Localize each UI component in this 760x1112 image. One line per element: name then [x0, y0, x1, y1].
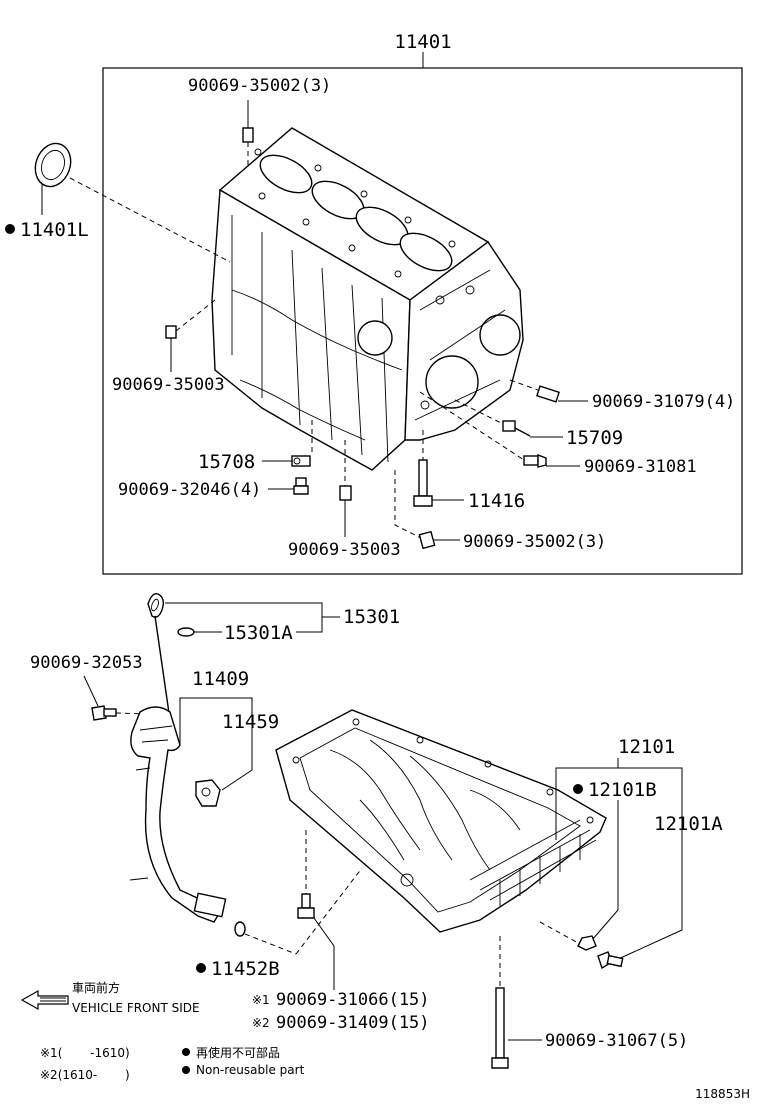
bolt-32053 [91, 705, 117, 721]
label-12101: 12101 [618, 736, 675, 758]
note2-mark: ※2 [252, 1016, 270, 1030]
o-ring-15301a [177, 627, 195, 637]
cylinder-block [211, 127, 524, 471]
label-11452b: 11452B [211, 958, 280, 980]
label-90069-31066: 90069-31066(15) [276, 990, 430, 1010]
note1-range: ※1( -1610) [40, 1046, 130, 1060]
legend-dot-jp [182, 1048, 190, 1056]
label-11416: 11416 [468, 490, 525, 512]
dowel-pin-top [242, 127, 254, 143]
label-90069-35003-left: 90069-35003 [112, 375, 225, 395]
label-12101a: 12101A [654, 813, 723, 835]
vehicle-front-arrow-icon [20, 989, 69, 1011]
non-reusable-marker-12101b [573, 784, 583, 794]
drain-gasket-12101b [577, 935, 597, 951]
bolt-32046 [293, 477, 309, 495]
stud-11416 [413, 459, 433, 507]
label-11459: 11459 [222, 711, 279, 733]
label-11401: 11401 [394, 31, 451, 53]
bolt-31066 [297, 893, 315, 919]
note1-mark: ※1 [252, 993, 270, 1007]
label-90069-31067: 90069-31067(5) [545, 1031, 688, 1051]
non-reusable-marker-11452b [196, 963, 206, 973]
label-15301: 15301 [343, 606, 400, 628]
label-11401l: 11401L [20, 219, 89, 241]
bolt-31081 [523, 453, 547, 468]
bolt-31067 [491, 987, 509, 1069]
bracket-11459 [195, 779, 221, 807]
dowel-pin-left [165, 325, 177, 339]
label-15708: 15708 [198, 451, 255, 473]
oil-level-gauge-15301 [147, 593, 171, 721]
label-90069-35003-bottom: 90069-35003 [288, 540, 401, 560]
label-90069-31079: 90069-31079(4) [592, 392, 735, 412]
label-90069-32053: 90069-32053 [30, 653, 143, 673]
nonreusable-en: Non-reusable part [196, 1063, 305, 1077]
nonreusable-jp: 再使用不可部品 [196, 1045, 280, 1060]
label-90069-31081: 90069-31081 [584, 457, 697, 477]
vehicle-front-jp: 車両前方 [72, 980, 120, 995]
diagram-id: 118853H [695, 1087, 750, 1101]
stud-bolt-31079 [536, 385, 560, 403]
label-90069-31409: 90069-31409(15) [276, 1013, 430, 1033]
label-90069-32046: 90069-32046(4) [118, 480, 261, 500]
oil-level-gauge-guide-11409 [129, 706, 227, 923]
label-15301a: 15301A [224, 622, 293, 644]
label-12101b: 12101B [588, 779, 657, 801]
oil-jet-15708 [291, 455, 311, 467]
label-11409: 11409 [192, 668, 249, 690]
oil-jet-15709 [502, 420, 531, 437]
oil-seal-11401l [34, 142, 72, 188]
label-90069-35002-top: 90069-35002(3) [188, 76, 331, 96]
non-reusable-marker-11401l [5, 224, 15, 234]
dowel-pin-bottom [339, 485, 352, 501]
label-90069-35002-bottom: 90069-35002(3) [463, 532, 606, 552]
label-15709: 15709 [566, 427, 623, 449]
dowel-pin-bottom-right [418, 530, 436, 550]
vehicle-front-en: VEHICLE FRONT SIDE [72, 1001, 200, 1015]
legend-dot-en [182, 1066, 190, 1074]
note2-range: ※2(1610- ) [40, 1068, 130, 1082]
oil-pan-12101 [275, 709, 607, 933]
drain-plug-12101a [597, 951, 624, 970]
o-ring-11452b [234, 921, 246, 937]
